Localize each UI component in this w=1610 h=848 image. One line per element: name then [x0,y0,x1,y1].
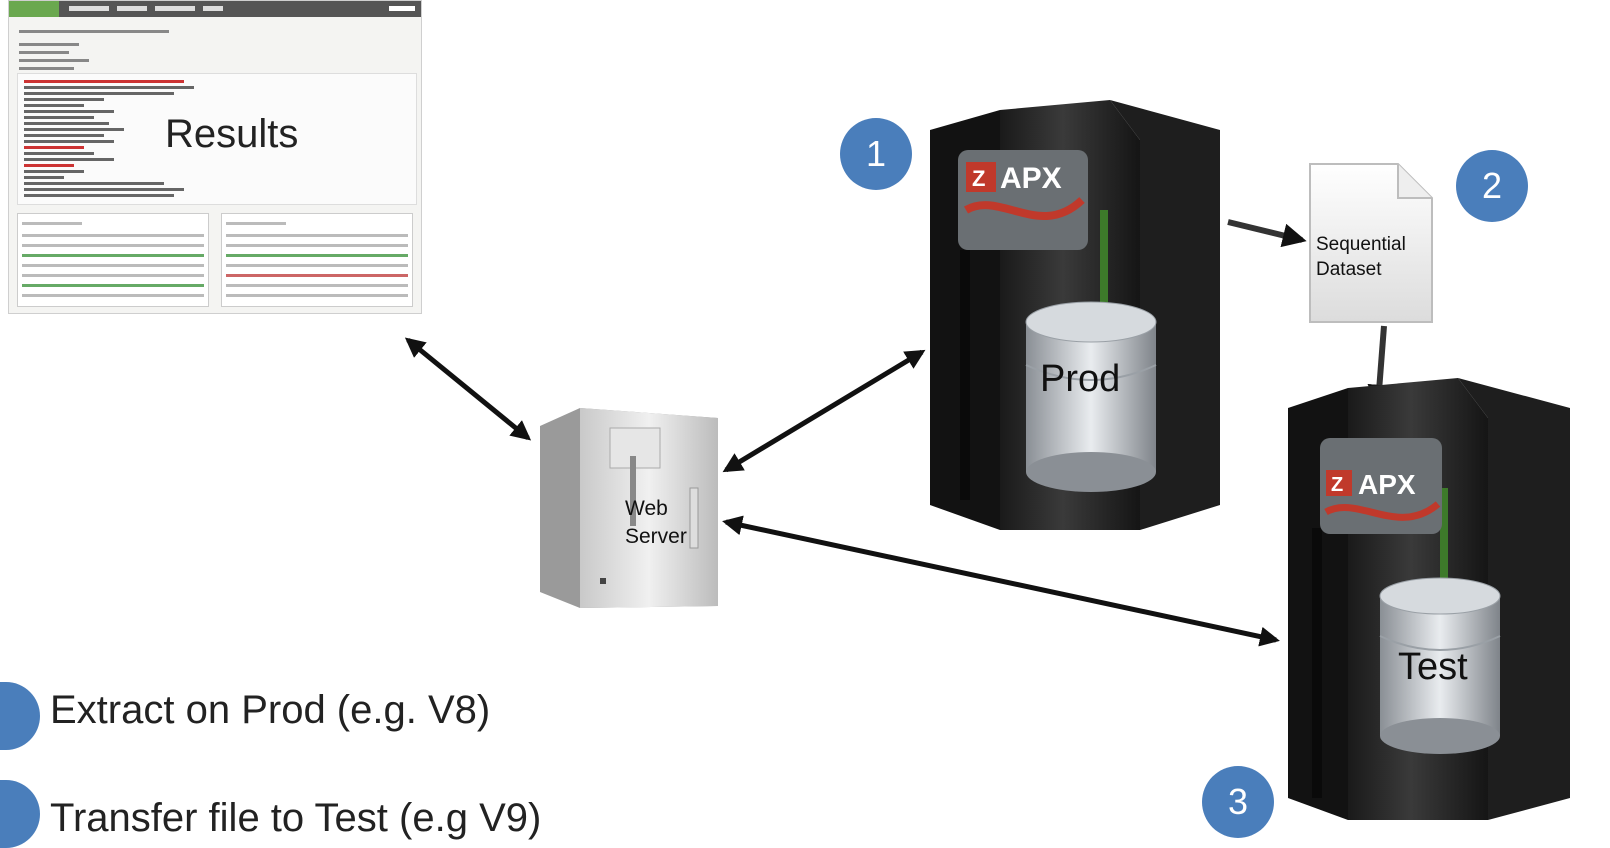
web-server-label: Web Server [625,497,687,548]
test-db-label: Test [1398,646,1468,688]
arrow-prod-dataset [1227,219,1307,248]
results-panel-right [221,213,413,307]
step-badge-1: 1 [840,118,912,190]
legend-step-2: Transfer file to Test (e.g V9) [50,796,542,840]
results-topbar [9,1,421,17]
test-mainframe-icon: Z APX [1288,378,1570,820]
svg-text:Z: Z [1331,474,1343,496]
legend-step-1: Extract on Prod (e.g. V8) [50,688,491,732]
arrow-webserver-prod [722,349,926,473]
svg-text:APX: APX [1358,469,1416,500]
results-screenshot [8,0,422,314]
prod-db-label: Prod [1040,358,1121,400]
step-badge-2: 2 [1456,150,1528,222]
step-badge-3: 3 [1202,766,1274,838]
prod-mainframe-icon: Z APX [930,100,1220,530]
results-panel-left [17,213,209,307]
svg-text:Z: Z [972,166,985,191]
arrow-webserver-test [722,515,1280,647]
results-label: Results [165,112,299,156]
dataset-label: Sequential Dataset [1316,234,1406,280]
svg-text:APX: APX [1000,162,1062,195]
web-server-icon [540,408,718,608]
arrow-results-webserver [404,337,532,441]
document-icon [1309,163,1433,323]
